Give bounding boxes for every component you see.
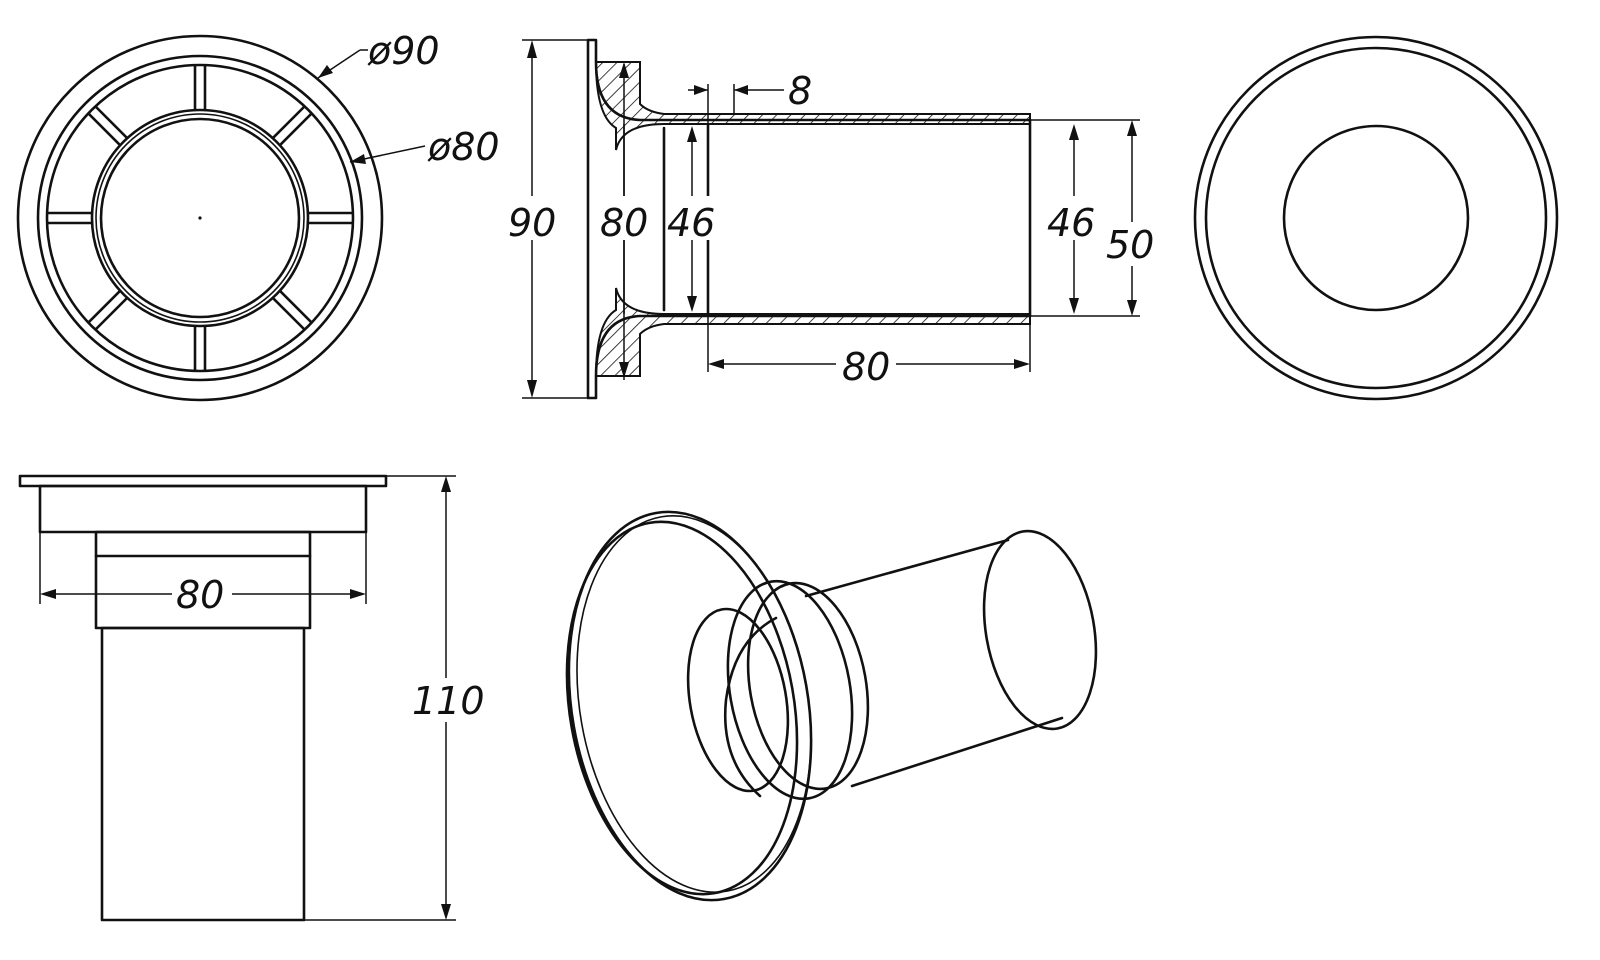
side-view: 80 110 [18, 474, 485, 922]
tube-inner-right-label: 46 [1047, 201, 1095, 245]
tube-inner-left-label: 46 [667, 201, 715, 245]
tube-outer-label: 50 [1106, 223, 1154, 267]
flange-width-label: 80 [176, 573, 224, 617]
outer-diameter-label: ø90 [367, 29, 440, 73]
inner-diameter-label: ø80 [427, 125, 500, 169]
flange-height-label: 90 [508, 201, 556, 245]
section-hatch-top [594, 61, 1031, 151]
front-view-ribs [46, 64, 354, 372]
isometric-view [565, 510, 1098, 902]
total-height-label: 110 [412, 679, 485, 723]
section-hatch-bottom [594, 287, 1031, 377]
section-view: 90 80 46 8 46 50 80 [507, 38, 1160, 400]
outer-diameter-leader [317, 49, 368, 79]
end-view [1193, 35, 1559, 401]
flange-inner-label: 80 [600, 201, 648, 245]
tube-length-label: 80 [842, 345, 890, 389]
front-view: ø90 ø80 [16, 29, 500, 402]
inner-diameter-leader [349, 145, 426, 164]
wall-step-label: 8 [788, 69, 812, 113]
